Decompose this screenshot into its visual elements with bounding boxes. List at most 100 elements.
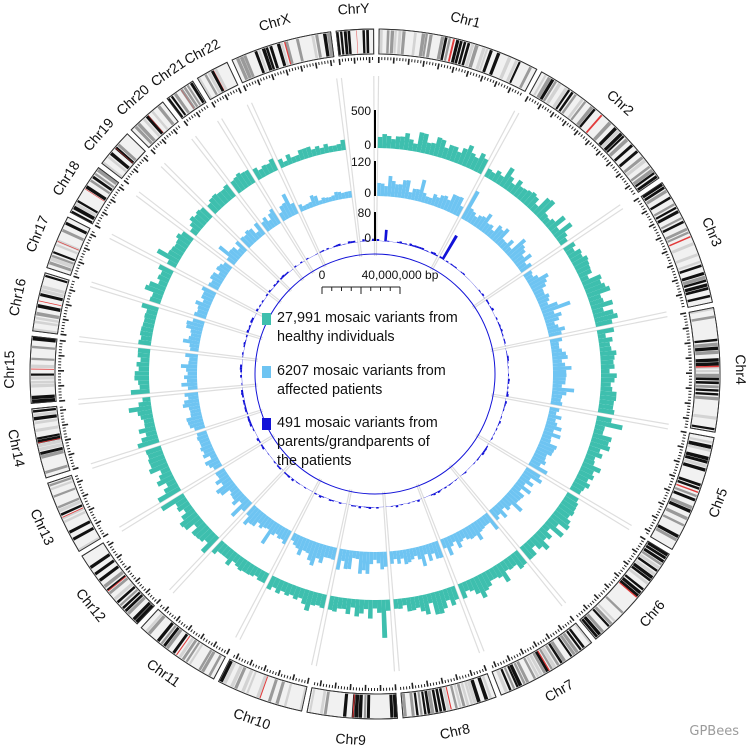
bar-parents <box>333 500 337 502</box>
bar-healthy <box>589 441 611 452</box>
bar-healthy <box>315 592 323 606</box>
bar-healthy <box>265 163 275 174</box>
bar-healthy <box>560 499 577 512</box>
bar-healthy <box>372 599 378 609</box>
bar-parents <box>348 504 352 506</box>
bar-parents <box>484 447 488 451</box>
bar-affected <box>473 520 483 533</box>
bar-parents <box>490 307 495 311</box>
bar-affected <box>333 191 340 201</box>
bar-healthy <box>258 168 267 178</box>
bar-parents <box>505 350 508 354</box>
bar-parents <box>305 257 309 260</box>
bar-parents <box>256 437 260 442</box>
bar-healthy <box>151 292 163 301</box>
bar-healthy <box>565 492 579 503</box>
bar-parents <box>335 244 339 247</box>
bar-parents <box>347 241 351 244</box>
bar-affected <box>405 548 412 563</box>
bar-parents <box>405 502 408 504</box>
bar-parents <box>298 263 301 266</box>
bar-parents <box>270 288 273 291</box>
bar-healthy <box>428 142 437 156</box>
bar-parents <box>279 276 283 280</box>
bar-parents <box>243 341 246 345</box>
bar-affected <box>200 443 213 452</box>
bar-affected <box>544 316 560 324</box>
bar-healthy <box>600 355 615 361</box>
bar-parents <box>251 317 255 321</box>
bar-parents <box>255 308 259 312</box>
bar-affected <box>318 199 323 205</box>
bar-healthy <box>195 209 210 223</box>
bar-healthy <box>563 241 576 253</box>
bar-healthy <box>581 274 602 287</box>
bar-affected <box>243 234 255 246</box>
bar-parents <box>240 369 243 373</box>
bar-healthy <box>579 465 595 476</box>
bar-affected <box>541 433 552 440</box>
bar-affected <box>499 241 508 250</box>
bar-affected <box>365 551 370 574</box>
position-ticks-chrx <box>242 59 335 92</box>
bar-healthy <box>600 386 613 392</box>
bar-healthy <box>593 428 604 436</box>
bar-affected <box>475 215 487 230</box>
bar-affected <box>237 247 245 255</box>
position-ticks-chr6 <box>576 535 646 618</box>
bar-parents <box>324 249 327 251</box>
bar-parents <box>315 253 318 255</box>
bar-healthy <box>555 231 568 243</box>
bar-parents <box>450 263 453 266</box>
bar-parents <box>481 451 485 456</box>
position-ticks-chr7 <box>491 615 575 669</box>
bar-affected <box>491 228 504 242</box>
bar-affected <box>544 423 562 432</box>
bar-affected <box>281 529 292 545</box>
bar-affected <box>390 180 396 198</box>
bar-healthy <box>571 481 586 492</box>
bar-healthy <box>538 526 553 540</box>
bar-parents <box>366 506 369 509</box>
bar-parents <box>290 268 294 271</box>
bar-affected <box>344 191 349 199</box>
bar-parents <box>265 293 269 297</box>
bar-healthy <box>409 596 417 611</box>
bar-parents <box>487 301 490 305</box>
bar-affected <box>262 216 273 231</box>
bar-affected <box>531 455 547 466</box>
bar-parents <box>272 458 275 462</box>
bar-affected <box>415 546 422 560</box>
bar-affected <box>481 514 491 525</box>
bar-healthy <box>407 139 414 152</box>
bar-affected <box>503 494 523 513</box>
bar-affected <box>552 373 567 378</box>
bar-healthy <box>142 396 151 403</box>
bar-healthy <box>532 197 551 216</box>
track-healthy <box>128 132 623 638</box>
bar-healthy <box>136 361 150 367</box>
bar-parents <box>495 317 498 321</box>
bar-affected <box>436 195 445 209</box>
bar-healthy <box>597 333 606 339</box>
bar-affected <box>466 211 477 224</box>
bar-parents <box>399 241 403 244</box>
bar-affected <box>182 401 200 409</box>
bar-affected <box>298 203 305 212</box>
bar-parents <box>426 495 429 498</box>
bar-affected <box>313 195 320 206</box>
bar-affected <box>449 195 461 214</box>
bar-parents <box>336 501 340 503</box>
bar-affected <box>548 410 557 416</box>
bar-affected <box>295 535 304 549</box>
bar-healthy <box>465 579 475 592</box>
bar-parents <box>416 246 420 249</box>
bar-affected <box>506 238 527 257</box>
bar-parents <box>394 242 397 243</box>
bar-affected <box>394 184 400 198</box>
bar-parents <box>489 439 492 442</box>
bar-affected <box>193 311 207 320</box>
bar-healthy <box>529 536 543 550</box>
bar-healthy <box>194 518 204 528</box>
